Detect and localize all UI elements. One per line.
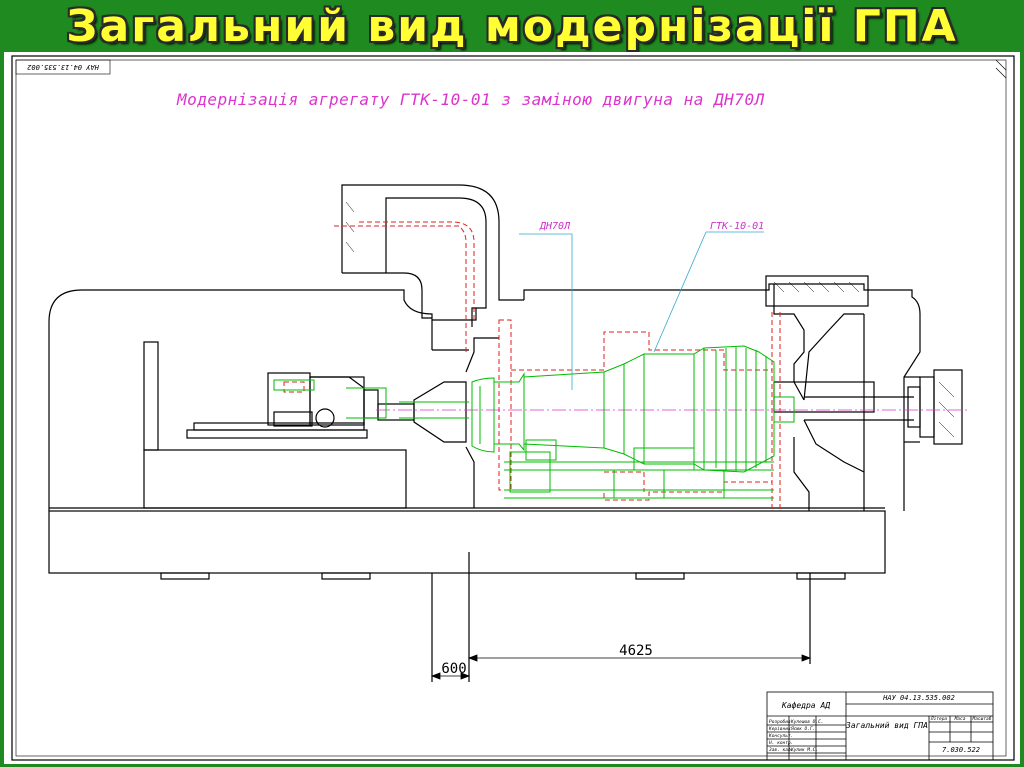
tb-doc-code: НАУ 04.13.535.002 <box>882 694 955 702</box>
callout-unit: ГТК-10-01 <box>710 221 764 232</box>
section-hatching <box>345 201 955 438</box>
outer-frame <box>11 55 1015 761</box>
tb-role-4: Зав. каф. <box>768 747 793 753</box>
new-engine-dn70l <box>273 345 795 499</box>
tb-role-1: Керівник <box>768 726 791 732</box>
tb-role-2: Консульт. <box>768 733 793 739</box>
tb-department: Кафедра АД <box>781 701 830 710</box>
corner-code-text: НАУ 04.13.535.002 <box>27 63 100 71</box>
tb-col-letter: Літера <box>930 716 948 722</box>
tb-role-3: Н. контр. <box>768 740 793 746</box>
tb-role-0: Розробив <box>769 718 791 725</box>
callout-engine: ДН70Л <box>539 221 571 232</box>
dimension-600: 600 <box>441 661 466 677</box>
tb-name-4: Кулик М.С. <box>790 747 818 753</box>
engineering-drawing: НАУ 04.13.535.002 Модернізація агрегату … <box>11 55 1015 761</box>
unit-housing <box>48 184 963 682</box>
dimension-lines <box>430 654 812 680</box>
tb-name-1: Ясюк О.Г. <box>790 726 815 732</box>
tb-signature-rows: Розробив Кулешов О.С. Керівник Ясюк О.Г.… <box>768 718 824 753</box>
drawing-heading: Модернізація агрегату ГТК-10-01 з заміно… <box>176 90 765 109</box>
drawing-sheet: НАУ 04.13.535.002 Модернізація агрегату … <box>4 52 1020 764</box>
tb-sheet-number: 7.030.522 <box>942 746 980 754</box>
corner-code-box: НАУ 04.13.535.002 <box>15 59 111 75</box>
title-block <box>766 691 994 761</box>
dimension-4625: 4625 <box>619 643 653 659</box>
callout-leaders <box>519 231 764 390</box>
tb-col-mass: Маса <box>954 716 966 722</box>
slide-title: Загальний вид модернізації ГПА <box>66 1 958 52</box>
inner-frame <box>15 59 1007 757</box>
tb-col-scale: Масштаб <box>972 715 992 722</box>
tb-name-0: Кулешов О.С. <box>790 719 824 725</box>
tb-drawing-name: Загальний вид ГПА <box>845 721 928 730</box>
